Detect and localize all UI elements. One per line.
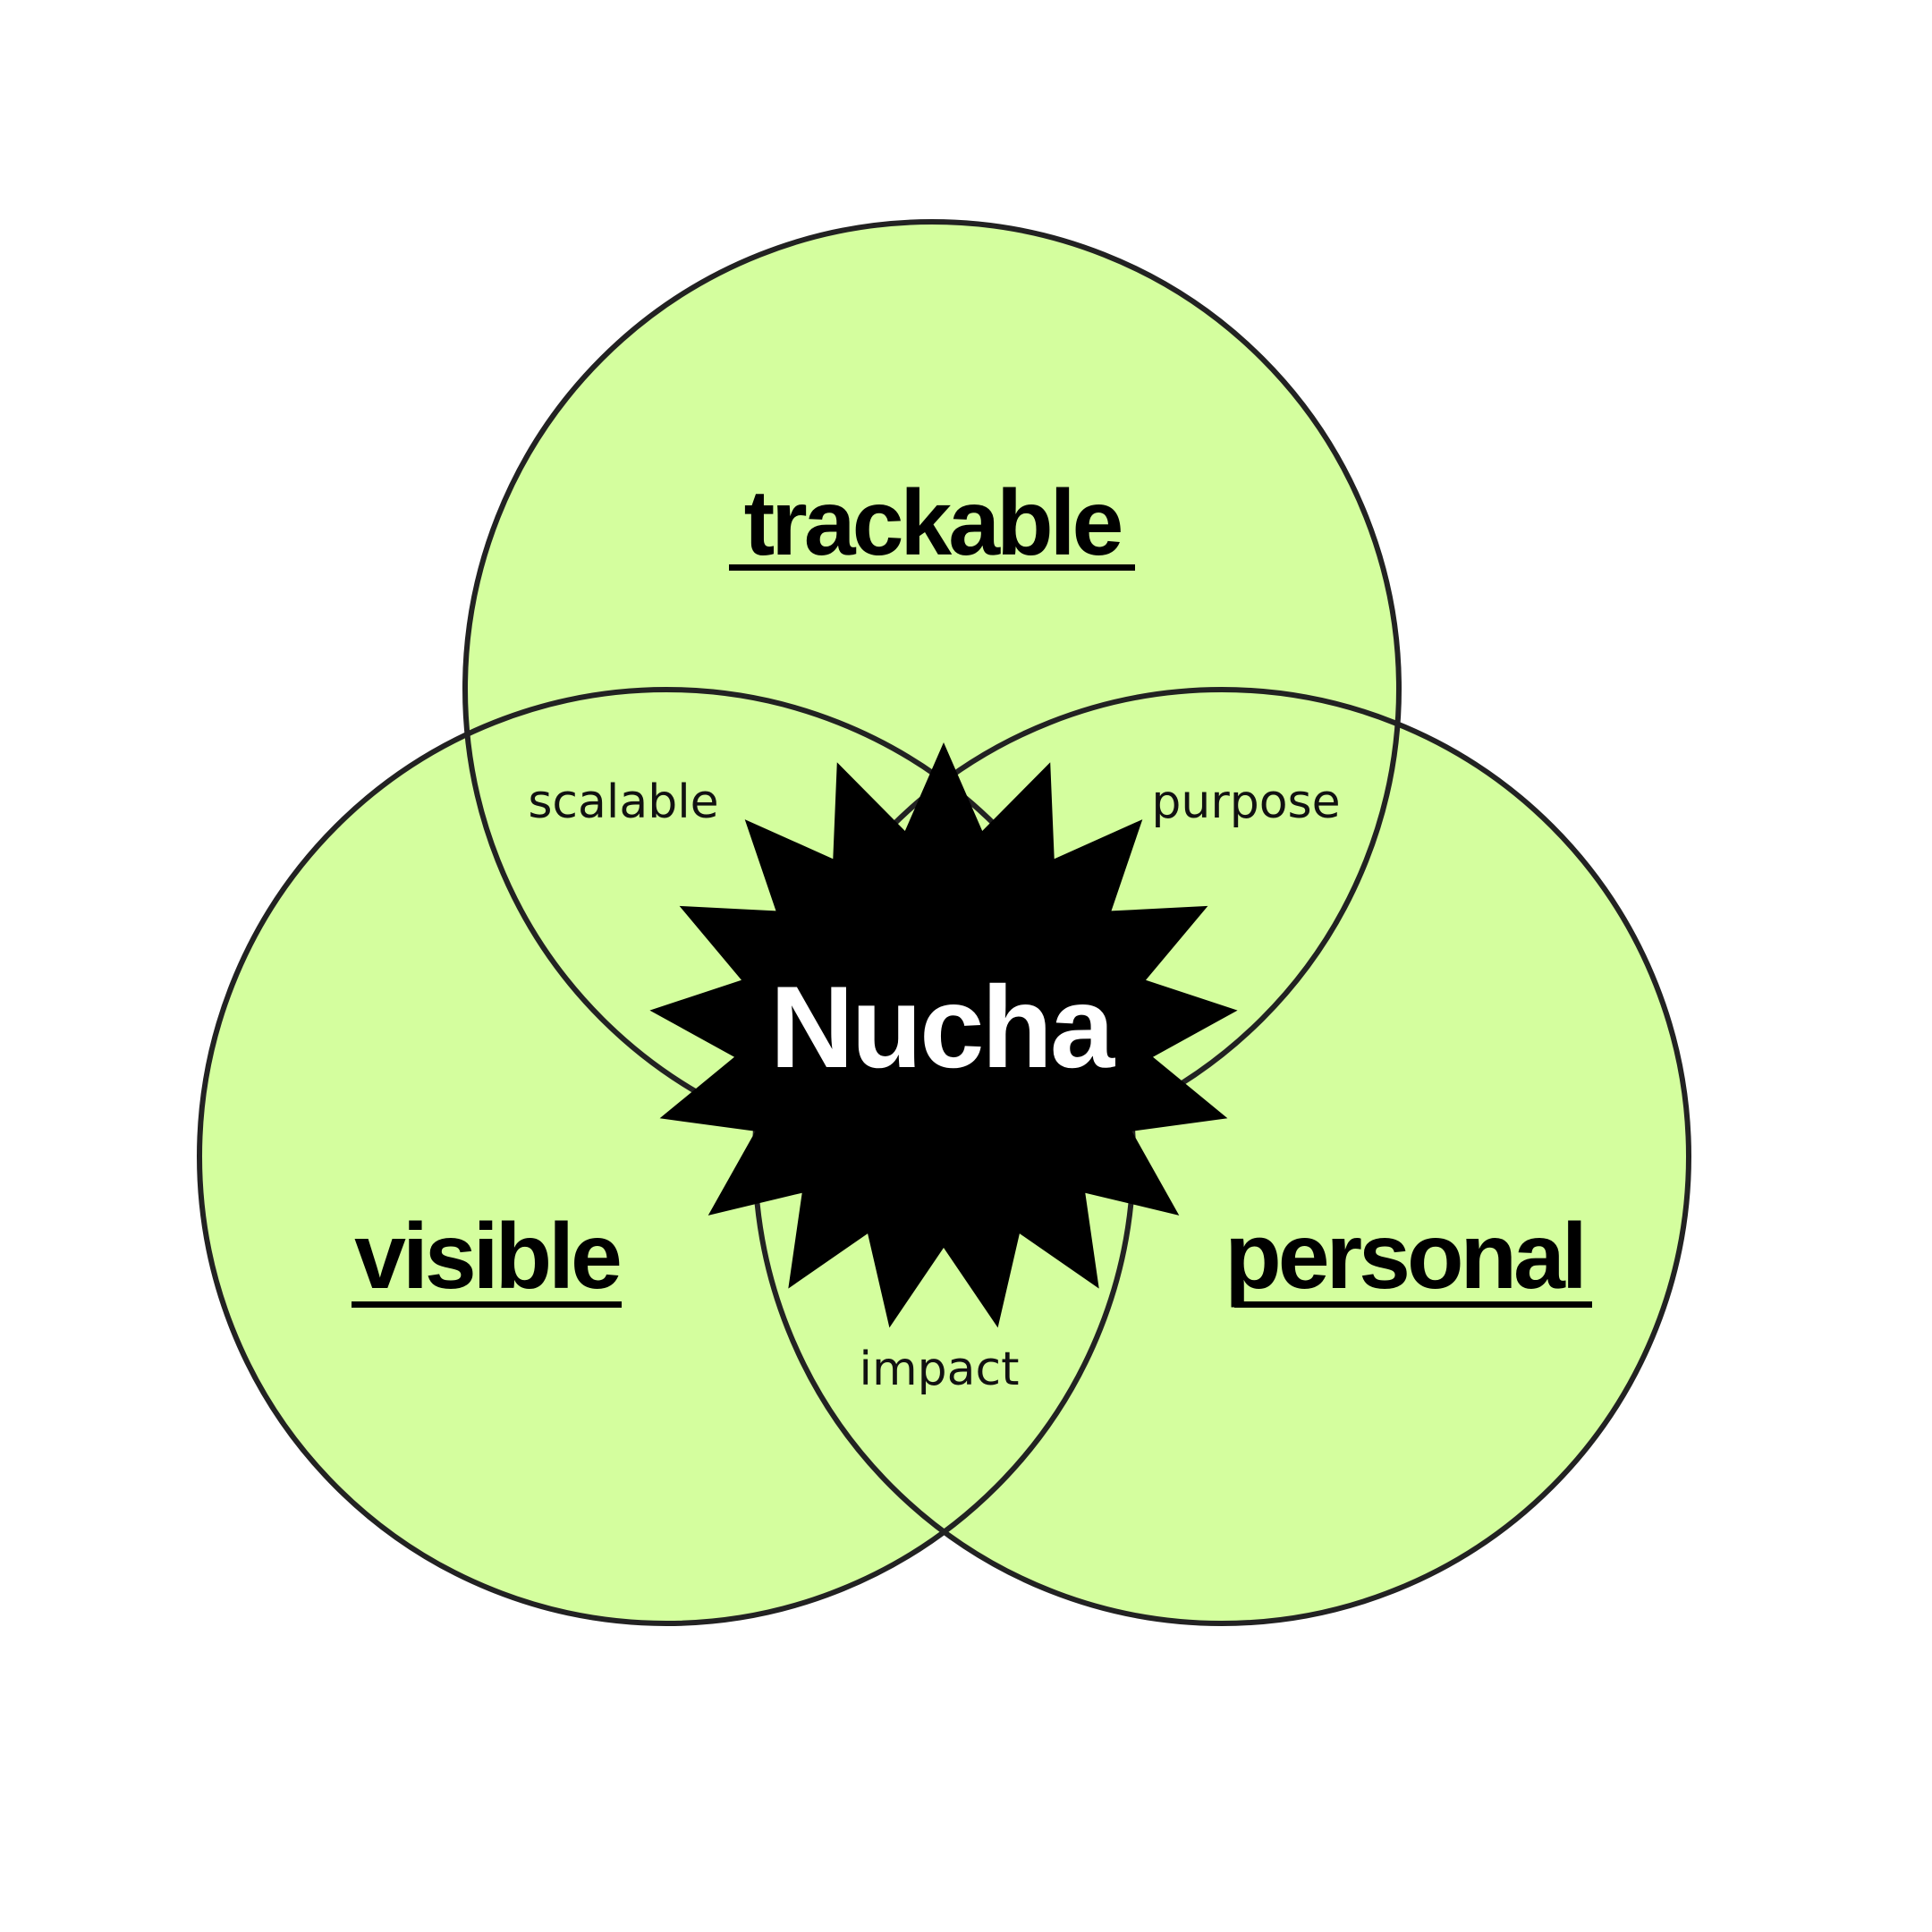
underline-personal [1234, 1301, 1592, 1308]
label-impact: impact [860, 1343, 1020, 1396]
label-visible: visible [354, 1205, 620, 1309]
label-scalable: scalable [528, 775, 718, 829]
underline-visible [352, 1301, 622, 1308]
label-personal-group: personal [1224, 1205, 1592, 1309]
label-trackable: trackable [744, 471, 1122, 575]
starburst-badge [649, 742, 1238, 1328]
logo-text: Nucha [770, 962, 1116, 1092]
label-purpose: purpose [1151, 775, 1340, 829]
underline-trackable [729, 564, 1135, 571]
label-trackable-group: trackable [729, 471, 1135, 575]
label-visible-group: visible [352, 1205, 623, 1309]
nucha-logo: Nucha [770, 962, 1119, 1092]
label-personal: personal [1224, 1205, 1583, 1309]
